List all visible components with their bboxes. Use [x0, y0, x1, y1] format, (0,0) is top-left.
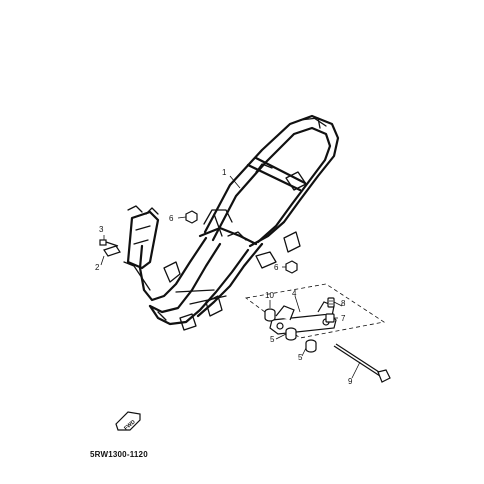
callout-8: 8: [341, 299, 346, 308]
leader-lines: [100, 175, 361, 379]
pivot-bolt-part-9: [333, 343, 391, 383]
nut-part-6-upper: [185, 210, 198, 224]
forward-arrow-icon: FWD: [115, 411, 141, 432]
callout-2: 2: [95, 263, 100, 272]
damper-part-8: [327, 297, 335, 308]
callout-10: 10: [265, 291, 274, 300]
part-code-label: 5RW1300-1120: [90, 450, 148, 459]
callout-5-right: 5: [298, 353, 303, 362]
subassembly-outline: [245, 283, 386, 339]
frame-assembly: [123, 114, 340, 331]
bolt-part-3: [99, 239, 119, 247]
bush-part-5-right: [305, 339, 317, 353]
nut-part-6-lower: [285, 260, 298, 274]
bush-part-5-left: [285, 327, 297, 341]
callout-3: 3: [99, 225, 104, 234]
callout-7: 7: [341, 314, 346, 323]
callout-1: 1: [222, 168, 227, 177]
collar-part-10: [264, 308, 276, 322]
callout-5-left: 5: [270, 335, 275, 344]
callout-9: 9: [348, 377, 353, 386]
collar-part-2: [103, 245, 121, 257]
damper-part-7: [325, 313, 335, 323]
callout-6-upper: 6: [169, 214, 174, 223]
callout-4: 4: [292, 289, 297, 298]
callout-6-lower: 6: [274, 263, 279, 272]
